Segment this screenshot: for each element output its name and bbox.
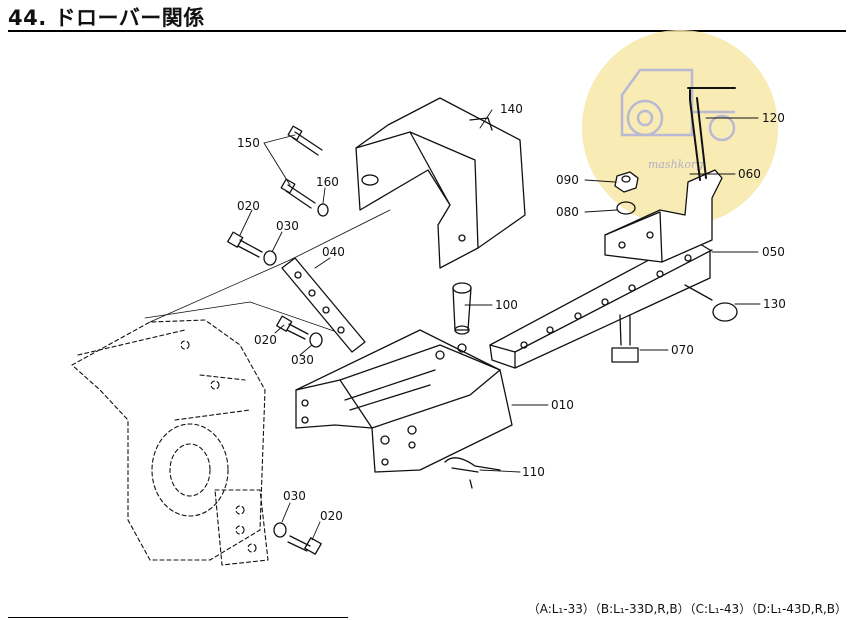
part-120-lpin	[687, 87, 736, 181]
label-110: 110	[522, 465, 545, 479]
part-040-plate	[281, 257, 366, 353]
part-060-hitch	[604, 169, 723, 263]
part-020-bolt-mid	[276, 315, 309, 340]
label-080: 080	[556, 205, 579, 219]
label-040: 040	[322, 245, 345, 259]
label-140: 140	[500, 102, 523, 116]
part-labels: 140 150 160 020 030 040 020 030 100 010 …	[237, 102, 786, 523]
label-010: 010	[551, 398, 574, 412]
part-030-washer-lower	[273, 522, 287, 538]
watermark-logo: mashkorg	[582, 30, 778, 226]
part-100-pin	[452, 282, 472, 335]
title-rule	[8, 30, 846, 32]
page-title: 44. ドローバー関係	[8, 6, 205, 30]
label-090: 090	[556, 173, 579, 187]
label-020-upper: 020	[237, 199, 260, 213]
label-100: 100	[495, 298, 518, 312]
part-070-bolt	[611, 314, 639, 363]
label-030-upper: 030	[276, 219, 299, 233]
label-020-mid: 020	[254, 333, 277, 347]
label-030-lower: 030	[283, 489, 306, 503]
part-140-cover	[355, 97, 526, 269]
label-130: 130	[763, 297, 786, 311]
part-080-washer	[616, 201, 636, 215]
part-110-clip	[444, 457, 501, 489]
part-090-nut	[614, 171, 639, 193]
watermark-text: mashkorg	[648, 158, 703, 171]
label-060: 060	[738, 167, 761, 181]
model-footnote: （A:L₁-33）（B:L₁-33D,R,B）（C:L₁-43）（D:L₁-43…	[527, 602, 847, 616]
label-070: 070	[671, 343, 694, 357]
part-150-bolts	[280, 125, 323, 209]
guide-line	[149, 209, 391, 323]
guide-line	[144, 301, 361, 341]
part-160-washer	[317, 203, 329, 217]
part-130-lynch-pin	[684, 284, 738, 322]
footer-rule	[8, 617, 348, 618]
label-050: 050	[762, 245, 785, 259]
watermark-circle	[582, 30, 778, 226]
leader-lines	[239, 109, 761, 541]
label-020-lower: 020	[320, 509, 343, 523]
part-030-washer-mid	[309, 332, 323, 348]
label-030-mid: 030	[291, 353, 314, 367]
transmission-housing	[71, 319, 269, 566]
label-150: 150	[237, 136, 260, 150]
part-020-bolt-lower	[287, 535, 322, 555]
label-160: 160	[316, 175, 339, 189]
part-010-bracket	[295, 329, 513, 473]
label-120: 120	[762, 111, 785, 125]
part-030-washer-upper	[263, 250, 277, 266]
part-020-bolt-upper	[227, 231, 263, 258]
